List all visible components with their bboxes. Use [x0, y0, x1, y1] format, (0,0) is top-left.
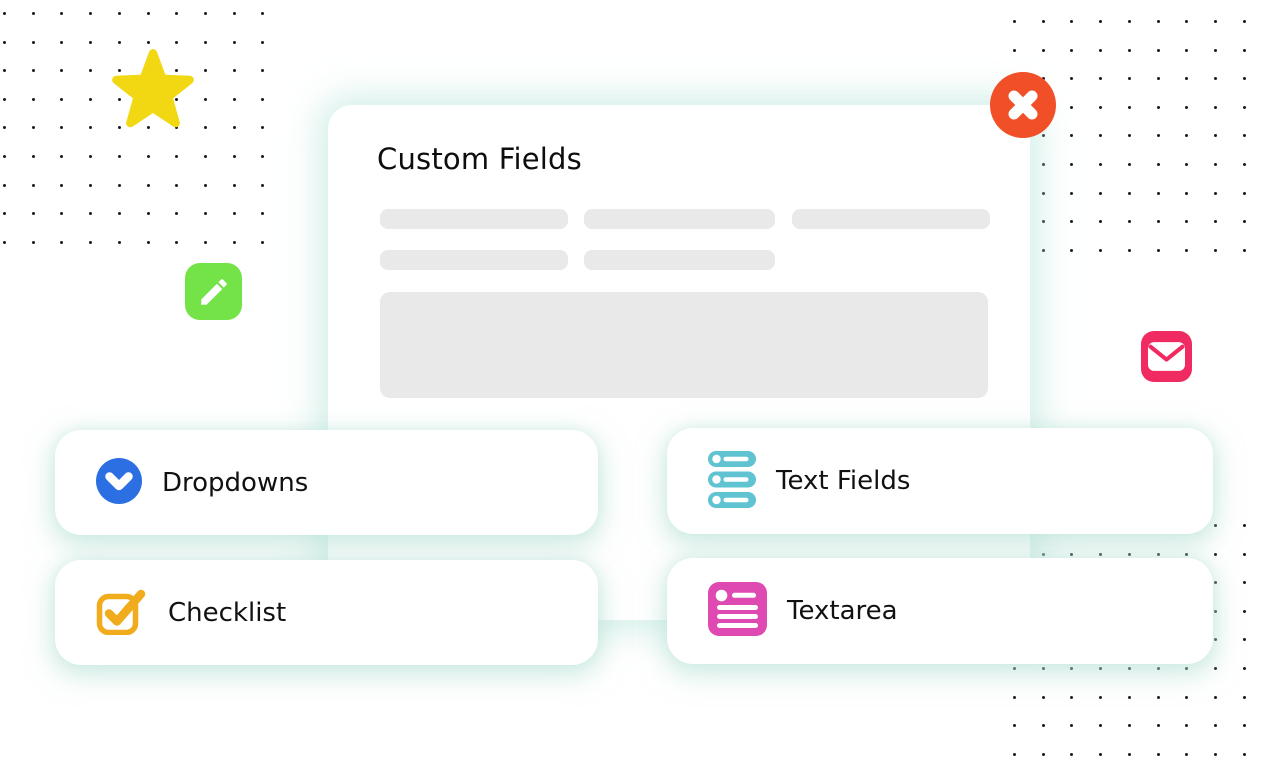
- checkbox-check-icon: [96, 586, 148, 639]
- pencil-icon: [185, 263, 242, 320]
- input-rows-icon: [708, 450, 756, 512]
- card-checklist[interactable]: Checklist: [55, 560, 598, 665]
- card-label: Checklist: [168, 597, 287, 628]
- dot-pattern-top-right: [1013, 20, 1270, 277]
- chevron-down-circle-icon: [96, 457, 142, 508]
- skeleton-block: [380, 292, 988, 398]
- skeleton-bar: [584, 209, 775, 229]
- skeleton-bar: [380, 250, 568, 270]
- skeleton-bar: [380, 209, 568, 229]
- skeleton-bar: [792, 209, 990, 229]
- card-label: Dropdowns: [162, 467, 309, 498]
- card-dropdowns[interactable]: Dropdowns: [55, 430, 598, 535]
- star-icon: [107, 44, 199, 136]
- dot-pattern-top-left: [3, 12, 290, 269]
- close-button[interactable]: [990, 72, 1056, 138]
- card-text-fields[interactable]: Text Fields: [667, 428, 1213, 534]
- panel-title: Custom Fields: [377, 142, 582, 176]
- card-label: Textarea: [787, 596, 898, 626]
- card-textarea[interactable]: Textarea: [667, 558, 1213, 664]
- card-label: Text Fields: [776, 466, 911, 496]
- envelope-icon: [1141, 331, 1192, 382]
- custom-fields-panel: Custom Fields: [328, 105, 1030, 620]
- skeleton-bar: [584, 250, 775, 270]
- document-lines-icon: [708, 582, 767, 640]
